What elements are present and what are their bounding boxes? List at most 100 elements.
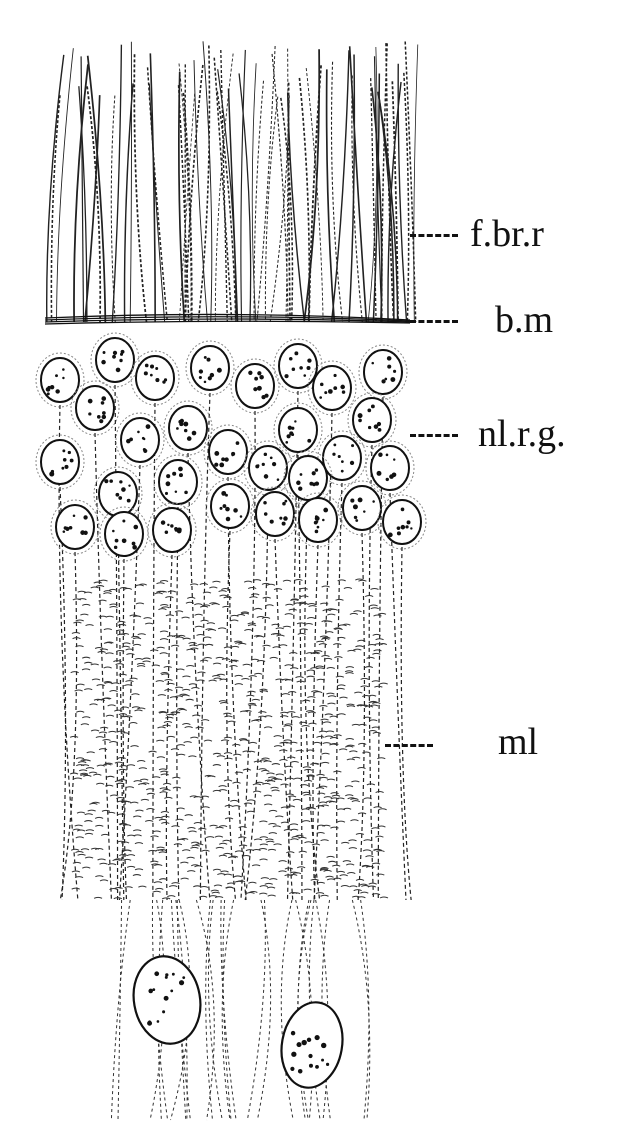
- mesh-stroke: [151, 664, 161, 667]
- mesh-stroke: [371, 726, 381, 729]
- pointer-fibers: [410, 234, 458, 237]
- chromatin-dot: [291, 1051, 297, 1057]
- mesh-stroke: [289, 823, 299, 826]
- mesh-stroke: [98, 599, 107, 602]
- lower-fiber: [175, 899, 188, 1121]
- fiber: [129, 41, 132, 323]
- mesh-stroke: [332, 864, 341, 867]
- fiber: [330, 50, 350, 323]
- mesh-stroke: [335, 598, 344, 601]
- mesh-stroke: [295, 834, 304, 837]
- mesh-stroke: [265, 838, 274, 841]
- chromatin-dot: [263, 500, 267, 505]
- fiber: [227, 88, 239, 323]
- mesh-stroke: [200, 795, 210, 798]
- chromatin-dot: [101, 359, 106, 365]
- process-fiber: [59, 551, 78, 901]
- mesh-stroke: [132, 829, 142, 832]
- chromatin-dot: [248, 370, 253, 375]
- lower-fiber: [297, 899, 310, 1121]
- chromatin-dot: [284, 499, 288, 503]
- mesh-stroke: [248, 741, 258, 744]
- mesh-stroke: [348, 839, 357, 842]
- mesh-stroke: [375, 638, 384, 641]
- chromatin-dot: [233, 508, 238, 513]
- chromatin-dot: [122, 519, 126, 523]
- mesh-stroke: [103, 641, 113, 644]
- mesh-stroke: [138, 885, 147, 888]
- mesh-stroke: [101, 809, 111, 812]
- mesh-stroke: [353, 889, 362, 892]
- mesh-stroke: [82, 603, 91, 606]
- mesh-stroke: [337, 636, 346, 639]
- mesh-stroke: [119, 765, 128, 767]
- mesh-stroke: [72, 598, 82, 601]
- mesh-stroke: [320, 839, 329, 842]
- chromatin-dot: [294, 420, 297, 423]
- mesh-stroke: [351, 780, 360, 783]
- fiber: [325, 69, 336, 323]
- mesh-stroke: [253, 760, 263, 763]
- mesh-stroke: [303, 779, 313, 782]
- mesh-stroke: [353, 648, 362, 651]
- mesh-stroke: [193, 885, 202, 888]
- mesh-stroke: [99, 879, 109, 882]
- cell-body: [317, 430, 367, 486]
- chromatin-dot: [306, 1037, 312, 1043]
- mesh-stroke: [173, 843, 183, 846]
- mesh-stroke: [368, 882, 377, 885]
- cell-nucleus: [40, 357, 80, 403]
- chromatin-dot: [400, 524, 406, 530]
- mesh-stroke: [198, 895, 208, 898]
- mesh-stroke: [362, 751, 371, 754]
- chromatin-dot: [271, 462, 277, 467]
- process-fiber: [176, 506, 180, 901]
- mesh-stroke: [112, 859, 121, 862]
- mesh-stroke: [307, 696, 316, 699]
- mesh-stroke: [312, 741, 322, 744]
- mesh-stroke: [230, 619, 239, 622]
- mesh-stroke: [182, 849, 191, 852]
- chromatin-dot: [176, 427, 179, 430]
- mesh-stroke: [118, 673, 127, 676]
- mesh-stroke: [108, 588, 118, 591]
- cell-nucleus: [210, 483, 250, 529]
- lower-fiber: [246, 899, 266, 1121]
- mesh-stroke: [295, 749, 304, 752]
- fiber: [149, 53, 156, 323]
- mesh-stroke: [211, 603, 220, 606]
- mesh-stroke: [77, 761, 87, 764]
- mesh-stroke: [109, 741, 118, 744]
- chromatin-dot: [176, 528, 182, 534]
- chromatin-dot: [311, 471, 316, 476]
- mesh-stroke: [230, 799, 239, 802]
- mesh-stroke: [199, 605, 209, 608]
- mesh-stroke: [83, 774, 92, 777]
- mesh-stroke: [267, 848, 277, 851]
- chromatin-dot: [163, 995, 169, 1001]
- mesh-stroke: [95, 824, 104, 827]
- mesh-stroke: [72, 828, 81, 831]
- chromatin-dot: [387, 532, 393, 538]
- mesh-stroke: [124, 715, 133, 718]
- mesh-stroke: [155, 887, 164, 890]
- chromatin-dot: [96, 415, 101, 419]
- chromatin-dot: [324, 391, 328, 395]
- mesh-stroke: [377, 825, 386, 828]
- fiber: [373, 56, 383, 323]
- mesh-stroke: [246, 694, 255, 697]
- chromatin-dot: [378, 452, 383, 457]
- mesh-stroke: [232, 781, 241, 784]
- mesh-stroke: [300, 784, 309, 787]
- mesh-stroke: [166, 635, 176, 638]
- mesh-stroke: [357, 767, 366, 769]
- mesh-stroke: [259, 836, 268, 839]
- chromatin-dot: [297, 1068, 303, 1074]
- mesh-stroke: [137, 633, 146, 636]
- chromatin-dot: [209, 372, 215, 378]
- mesh-stroke: [189, 583, 199, 586]
- mesh-stroke: [160, 770, 169, 773]
- mesh-stroke: [120, 632, 130, 635]
- mesh-stroke: [69, 772, 79, 775]
- cell-body: [153, 454, 203, 510]
